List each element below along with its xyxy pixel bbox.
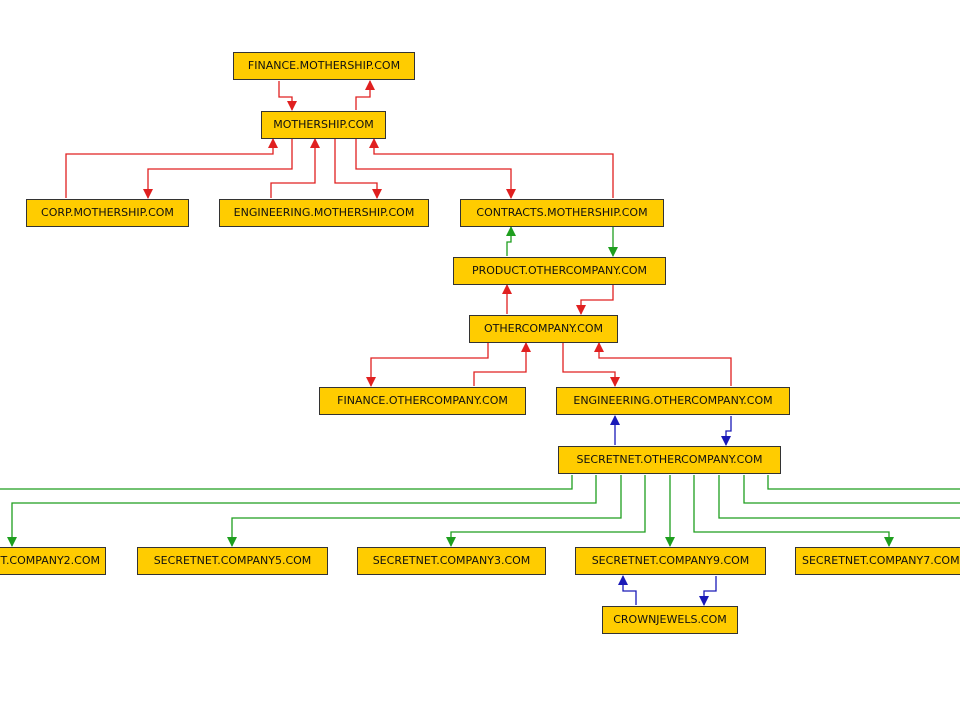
node-label: OTHERCOMPANY.COM [483,322,604,335]
node-finance-mothership[interactable]: FINANCE.MOTHERSHIP.COM [233,52,415,80]
link-secretnet-to-company5 [227,475,622,547]
link-finance-othercompany-to-othercompany [473,342,531,386]
node-label: SECRETNET.COMPANY5.COM [153,554,312,567]
node-label: CONTRACTS.MOTHERSHIP.COM [476,206,648,219]
node-label: ENGINEERING.OTHERCOMPANY.COM [573,394,773,407]
link-othercompany-to-engineering-othercompany [562,343,620,387]
link-offscreen-to-secretnet [767,475,960,490]
link-mothership-to-contracts [355,139,516,199]
node-secretnet-company7[interactable]: SECRETNET.COMPANY7.COM [795,547,960,575]
node-crownjewels[interactable]: CROWNJEWELS.COM [602,606,738,634]
link-product-to-contracts [506,226,516,256]
node-othercompany[interactable]: OTHERCOMPANY.COM [469,315,618,343]
link-mothership-to-engineering-mothership [334,139,382,199]
link-product-to-othercompany [576,285,614,315]
link-othercompany-to-finance-othercompany [366,343,489,387]
node-label: MOTHERSHIP.COM [273,118,374,131]
node-label: FINANCE.MOTHERSHIP.COM [247,59,401,72]
node-finance-othercompany[interactable]: FINANCE.OTHERCOMPANY.COM [319,387,526,415]
link-company2-to-secretnet [0,475,573,490]
node-label: SECRETNET.COMPANY9.COM [591,554,750,567]
node-secretnet-company2[interactable]: SECRETNET.COMPANY2.COM [0,547,106,575]
node-contracts-mothership[interactable]: CONTRACTS.MOTHERSHIP.COM [460,199,664,227]
node-label: SECRETNET.COMPANY7.COM [802,554,960,567]
node-label: ENGINEERING.MOTHERSHIP.COM [233,206,415,219]
node-corp-mothership[interactable]: CORP.MOTHERSHIP.COM [26,199,189,227]
link-mothership-to-finance-mothership [355,80,375,110]
node-label: PRODUCT.OTHERCOMPANY.COM [471,264,648,277]
link-mothership-to-corp [143,139,293,199]
node-secretnet-company5[interactable]: SECRETNET.COMPANY5.COM [137,547,328,575]
link-secretnet-to-offscreen-1 [718,475,960,519]
link-engineering-mothership-to-mothership [270,138,320,198]
link-engineering-othercompany-to-secretnet [721,416,732,446]
node-secretnet-company3[interactable]: SECRETNET.COMPANY3.COM [357,547,546,575]
node-engineering-othercompany[interactable]: ENGINEERING.OTHERCOMPANY.COM [556,387,790,415]
link-engineering-othercompany-to-othercompany [594,342,732,386]
node-label: CORP.MOTHERSHIP.COM [41,206,174,219]
link-crownjewels-to-company9 [618,575,637,605]
node-secretnet-company9[interactable]: SECRETNET.COMPANY9.COM [575,547,766,575]
link-company9-to-crownjewels [699,576,717,606]
node-product-othercompany[interactable]: PRODUCT.OTHERCOMPANY.COM [453,257,666,285]
link-secretnet-to-company2 [7,475,597,547]
node-mothership[interactable]: MOTHERSHIP.COM [261,111,386,139]
node-label: FINANCE.OTHERCOMPANY.COM [337,394,508,407]
link-finance-mothership-to-mothership [278,81,297,111]
link-secretnet-to-company3 [446,475,646,547]
link-secretnet-to-company7 [693,475,894,547]
node-secretnet-othercompany[interactable]: SECRETNET.OTHERCOMPANY.COM [558,446,781,474]
link-corp-to-mothership [65,138,278,198]
node-label: SECRETNET.OTHERCOMPANY.COM [576,453,763,466]
node-label: CROWNJEWELS.COM [613,613,727,626]
link-secretnet-to-offscreen-2 [743,475,960,504]
node-label: SECRETNET.COMPANY3.COM [372,554,531,567]
node-label: SECRETNET.COMPANY2.COM [0,554,100,567]
node-engineering-mothership[interactable]: ENGINEERING.MOTHERSHIP.COM [219,199,429,227]
link-contracts-to-mothership [369,138,614,198]
